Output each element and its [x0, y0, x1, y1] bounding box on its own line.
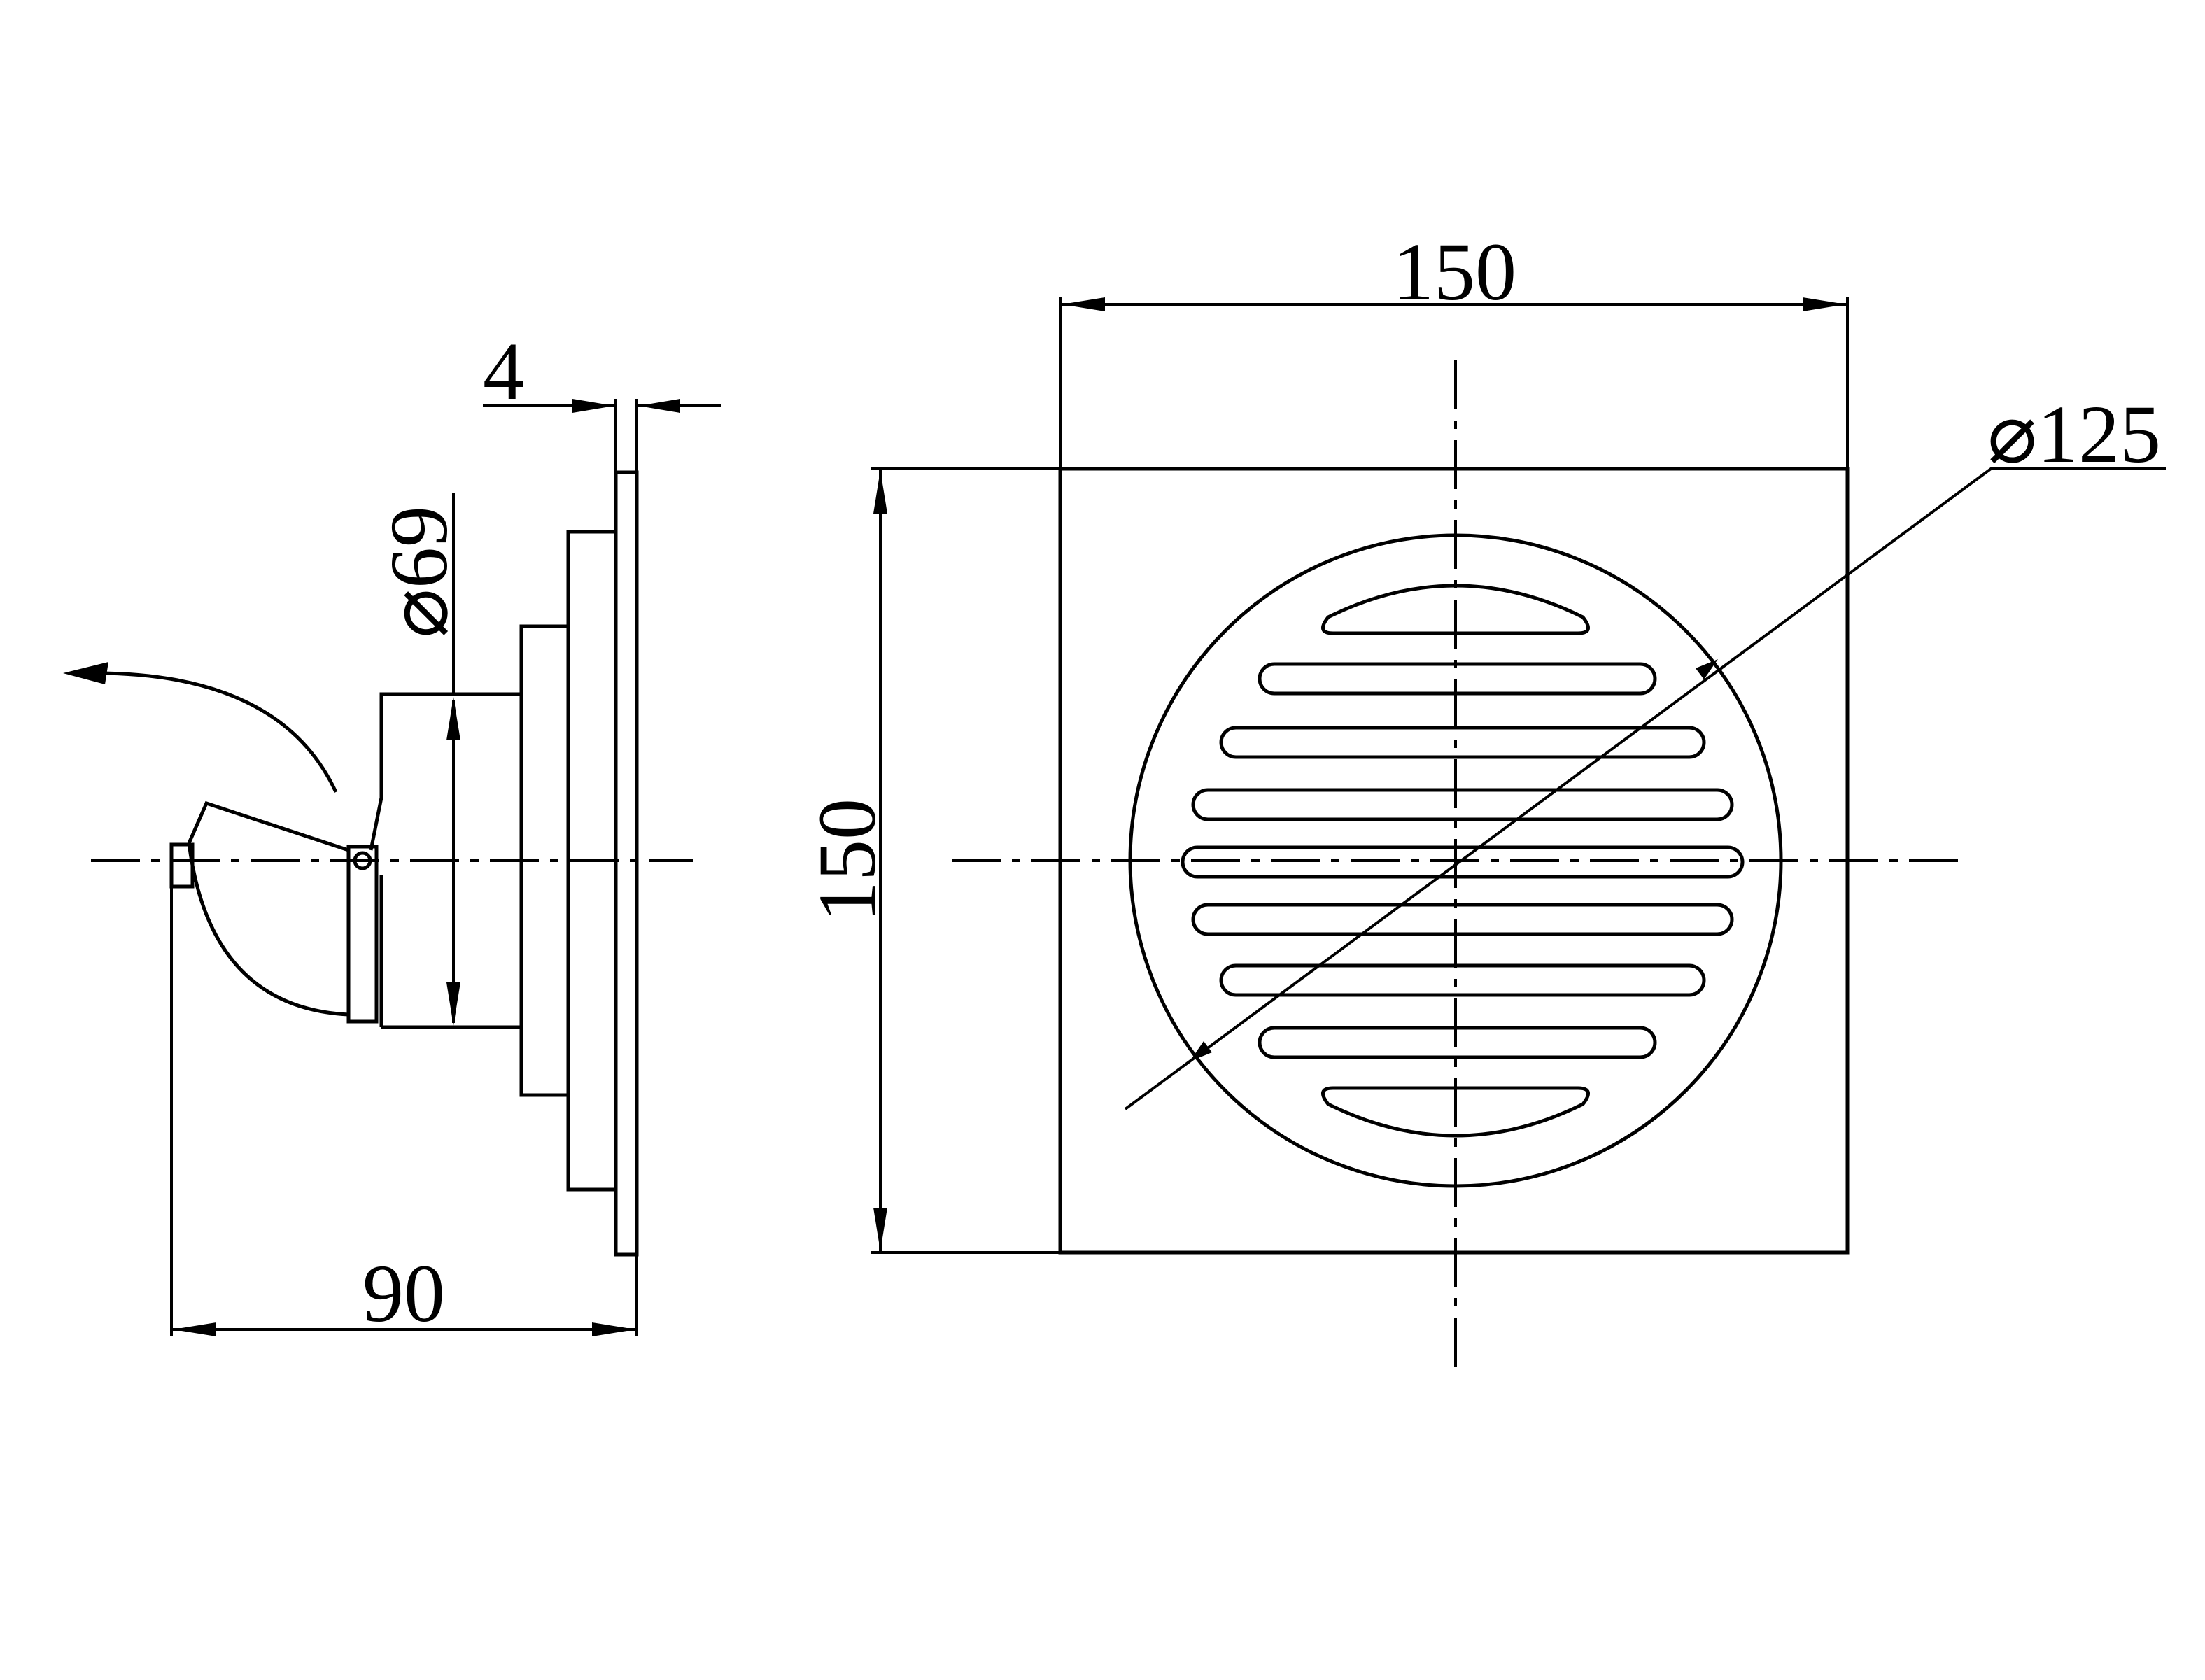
dim-width-label: 150	[1393, 226, 1516, 318]
dim-diameter-label: ⌀125	[1987, 388, 2161, 480]
dim-diameter-leader	[1124, 467, 2166, 1110]
grate-slots	[1181, 584, 1745, 1138]
dim-outlet-arrow-top	[446, 697, 460, 740]
grate-slot	[1219, 726, 1706, 759]
top-view: 150 150 ⌀125	[801, 226, 2166, 1368]
grate-slot	[1258, 662, 1657, 696]
dim-outlet-arrow-bottom	[446, 982, 460, 1026]
dim-diameter-arrow-upper	[1696, 659, 1718, 679]
grate-slot	[1181, 845, 1745, 879]
side-flap-stub	[169, 842, 195, 889]
side-flow-arrow	[90, 671, 338, 793]
dim-flange-label: 4	[483, 325, 524, 417]
grate-slot	[1219, 963, 1706, 997]
dim-height-arrow-top	[873, 470, 887, 514]
dim-diameter-arrow-lower	[1190, 1041, 1212, 1061]
side-flow-arrowhead	[63, 662, 108, 684]
dim-depth-arrow-left	[173, 1322, 216, 1336]
dim-width-arrow-left	[1062, 297, 1105, 311]
dim-outlet-label: ⌀69	[373, 506, 465, 638]
grate-slot	[1191, 903, 1734, 936]
grate-slot-top-arc	[1321, 584, 1590, 635]
dim-height-label: 150	[801, 798, 893, 922]
dim-height-arrow-bottom	[873, 1208, 887, 1251]
grate-slot-bottom-arc	[1321, 1086, 1590, 1138]
side-flap-body	[187, 800, 349, 852]
side-flap-curve	[187, 842, 349, 1017]
side-view: ⌀69 4 90	[63, 325, 721, 1339]
dim-depth-arrow-right	[592, 1322, 635, 1336]
side-hinge-pin	[353, 851, 372, 870]
side-body-step-2	[519, 624, 570, 1097]
grate-circle	[1128, 533, 1783, 1188]
side-flange-plate	[614, 470, 639, 1257]
grate-slot	[1191, 788, 1734, 821]
dim-flange-arrow-left	[572, 399, 614, 413]
side-flap-hinge-block	[346, 845, 379, 1024]
dim-depth-label: 90	[362, 1248, 445, 1339]
grate-slot	[1258, 1026, 1657, 1059]
side-outlet-neck	[369, 692, 521, 851]
dim-width-arrow-right	[1803, 297, 1846, 311]
dim-flange-arrow-right	[638, 399, 680, 413]
